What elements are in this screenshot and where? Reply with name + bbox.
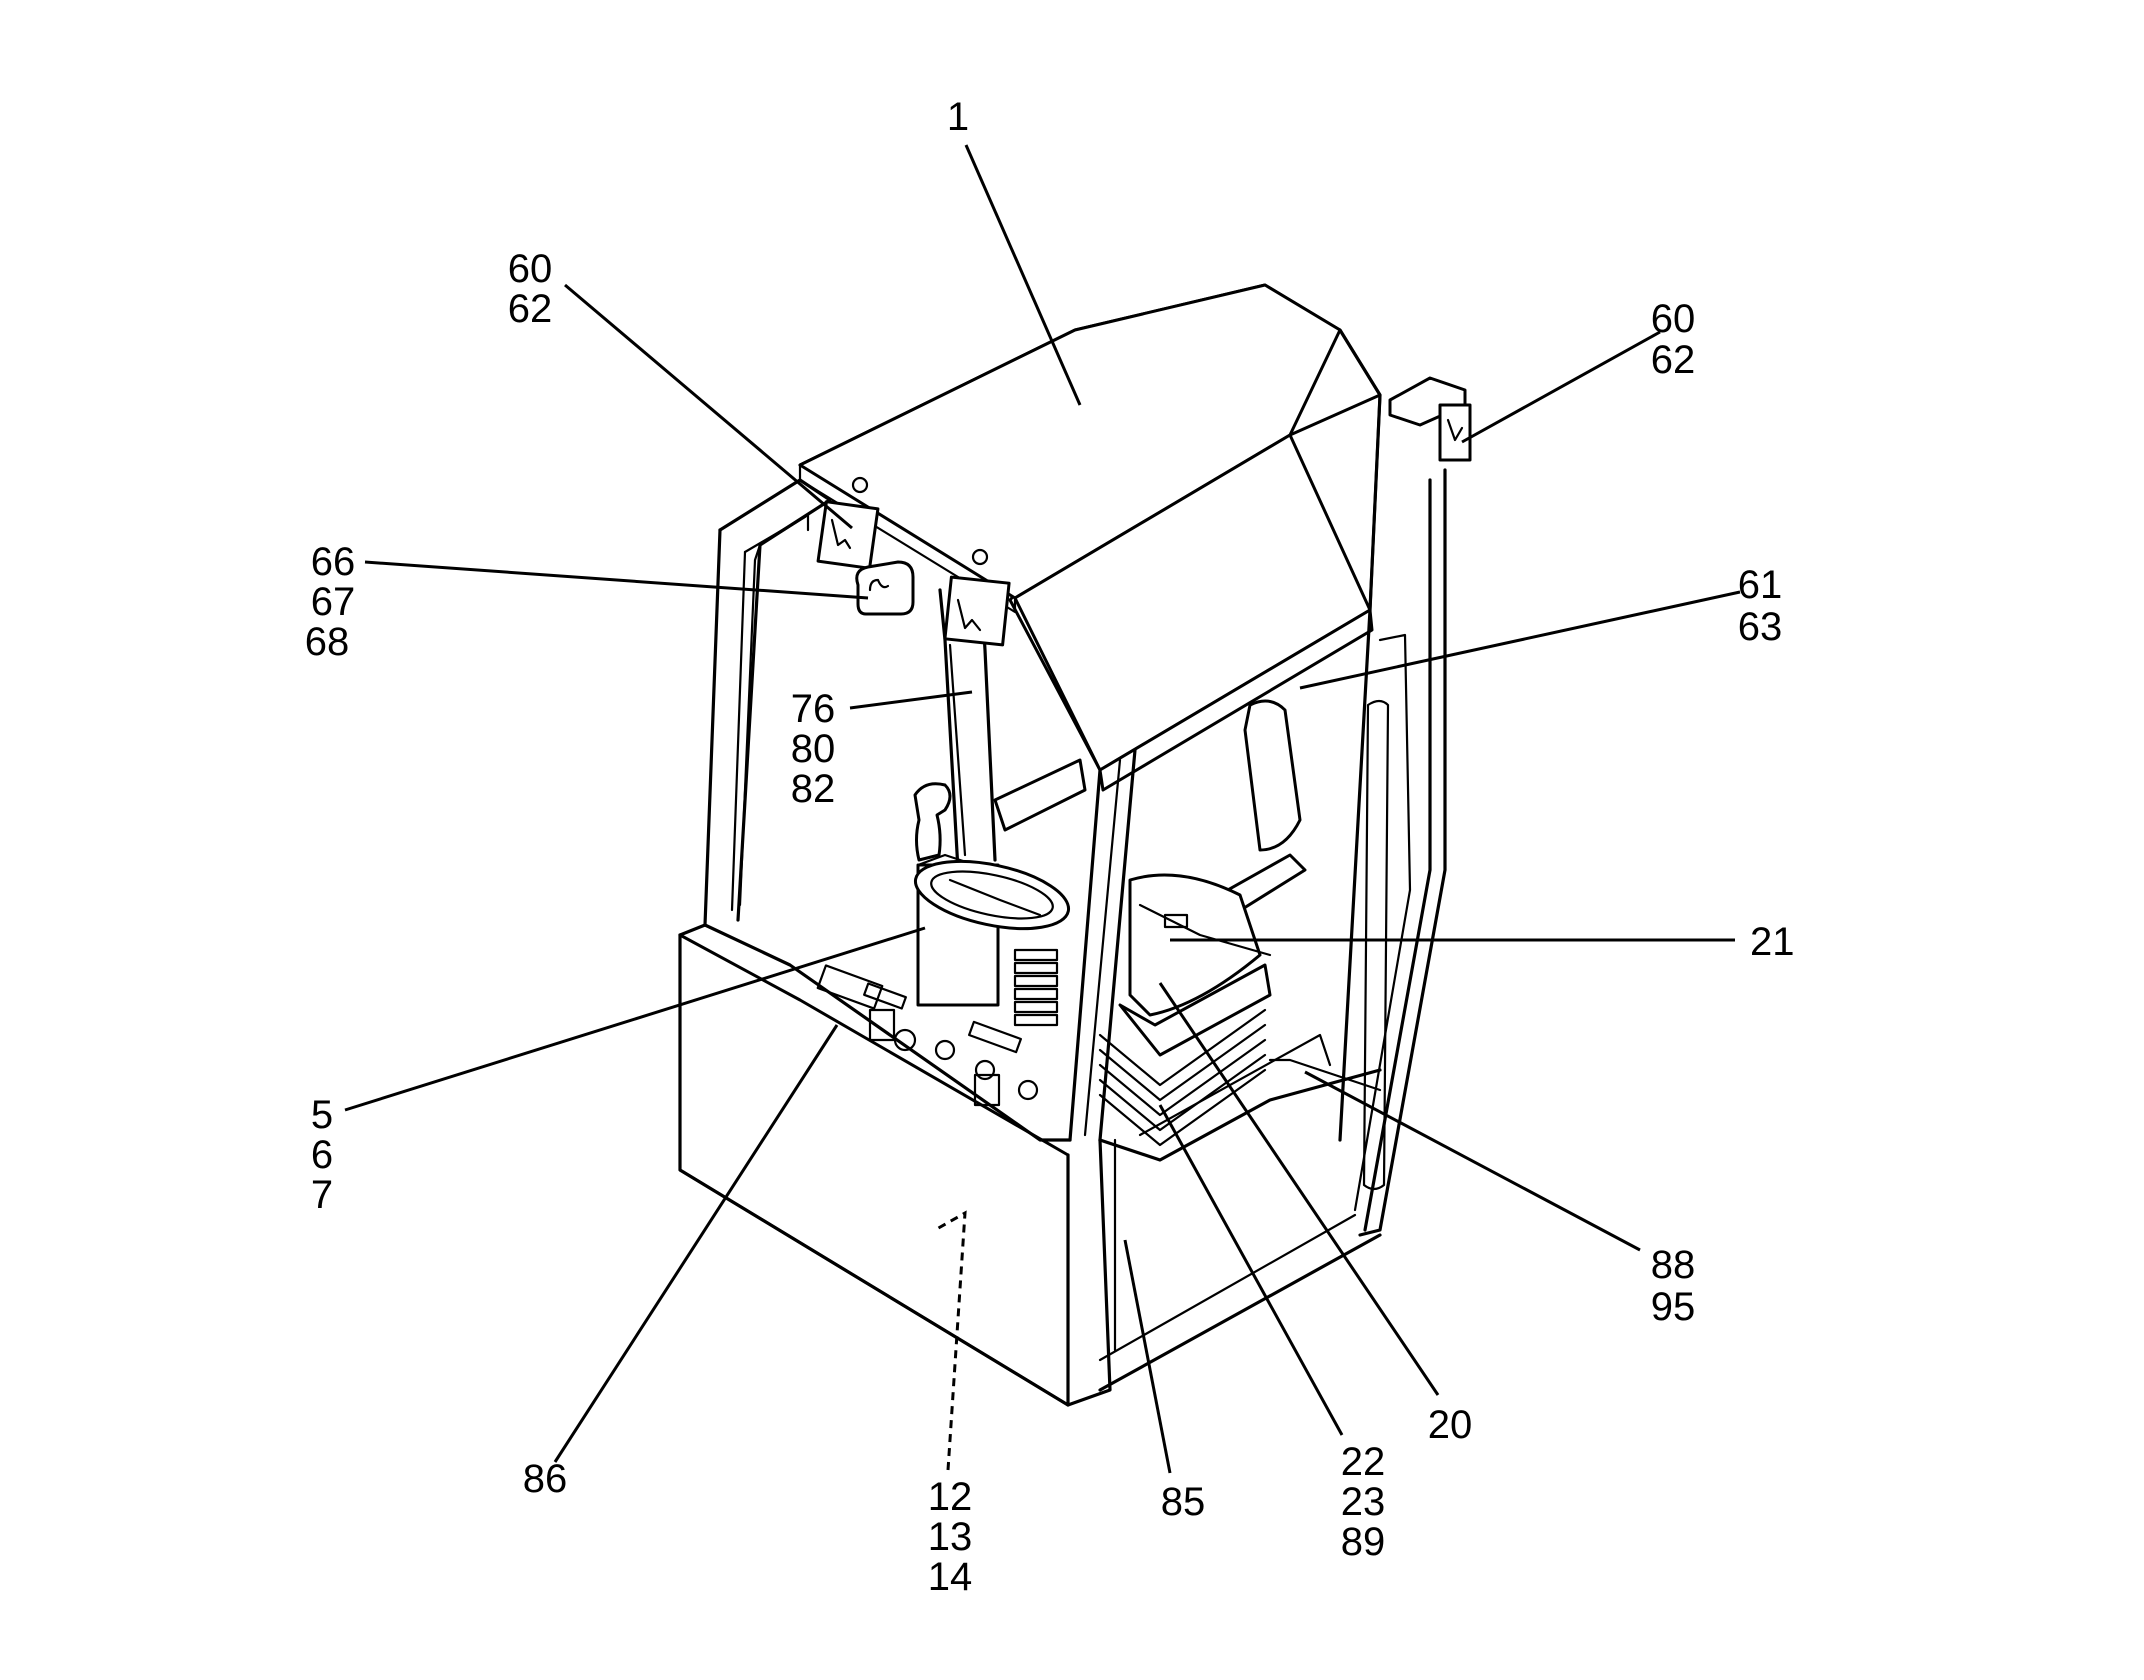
callout-5-6-7-line-2: 6 (311, 1133, 333, 1177)
callout-76-80-82-line-3: 82 (791, 767, 836, 811)
callout-76-80-82-line-2: 80 (791, 727, 836, 771)
callout-85-line-1: 85 (1161, 1480, 1206, 1524)
callout-12-13-14-line-3: 14 (928, 1555, 973, 1599)
work-lamps (816, 376, 1472, 647)
callout-66-67-68-line-2: 67 (311, 580, 356, 624)
leader-22-23-89 (1158, 1104, 1344, 1436)
leader-66-67-68 (364, 560, 869, 600)
callout-12-13-14-line-1: 12 (928, 1475, 973, 1519)
leader-5-6-7 (344, 926, 926, 1112)
leader-88-95 (1304, 1070, 1641, 1252)
callout-60-62-right-line-2: 62 (1651, 338, 1696, 382)
callout-20-line-1: 20 (1428, 1403, 1473, 1447)
callout-12-13-14-line-2: 13 (928, 1515, 973, 1559)
bellows (1013, 948, 1059, 1027)
leader-lines (344, 144, 1741, 1474)
callout-61-63-line-2: 63 (1738, 605, 1783, 649)
leader-60-62-left (564, 283, 853, 530)
dashboard-switches (816, 964, 1039, 1107)
callout-22-23-89-line-3: 89 (1341, 1520, 1386, 1564)
callout-60-62-right-line-1: 60 (1651, 297, 1696, 341)
callout-88-95-line-1: 88 (1651, 1243, 1696, 1287)
callout-76-80-82-line-1: 76 (791, 687, 836, 731)
leader-61-63 (1299, 590, 1741, 690)
leader-86 (553, 1024, 839, 1463)
callout-5-6-7-line-1: 5 (311, 1093, 333, 1137)
roof (798, 283, 1382, 792)
callout-66-67-68-line-1: 66 (311, 540, 356, 584)
leader-12-13-14 (934, 1210, 967, 1471)
leader-76-80-82 (849, 690, 973, 710)
callout-88-95-line-2: 95 (1651, 1285, 1696, 1329)
callout-22-23-89-line-2: 23 (1341, 1480, 1386, 1524)
interior (816, 699, 1382, 1162)
callout-22-23-89-line-1: 22 (1341, 1440, 1386, 1484)
callout-1-line-1: 1 (947, 95, 969, 139)
callout-60-62-left-line-1: 60 (508, 247, 553, 291)
callout-5-6-7-line-3: 7 (311, 1173, 333, 1217)
callout-86-line-1: 86 (523, 1457, 568, 1501)
leader-20 (1158, 982, 1440, 1396)
leader-60-62-right (1461, 330, 1661, 444)
leader-1 (964, 144, 1082, 406)
callout-66-67-68-line-3: 68 (305, 620, 350, 664)
seat-suspension (1098, 1008, 1267, 1147)
operator-cab-illustration (678, 283, 1472, 1407)
callout-21-line-1: 21 (1750, 920, 1795, 964)
callout-60-62-left-line-2: 62 (508, 287, 553, 331)
leader-85 (1123, 1239, 1172, 1474)
callout-labels: 1 60 62 60 62 66 67 68 61 63 76 80 82 21… (305, 95, 1795, 1599)
callout-61-63-line-1: 61 (1738, 563, 1783, 607)
